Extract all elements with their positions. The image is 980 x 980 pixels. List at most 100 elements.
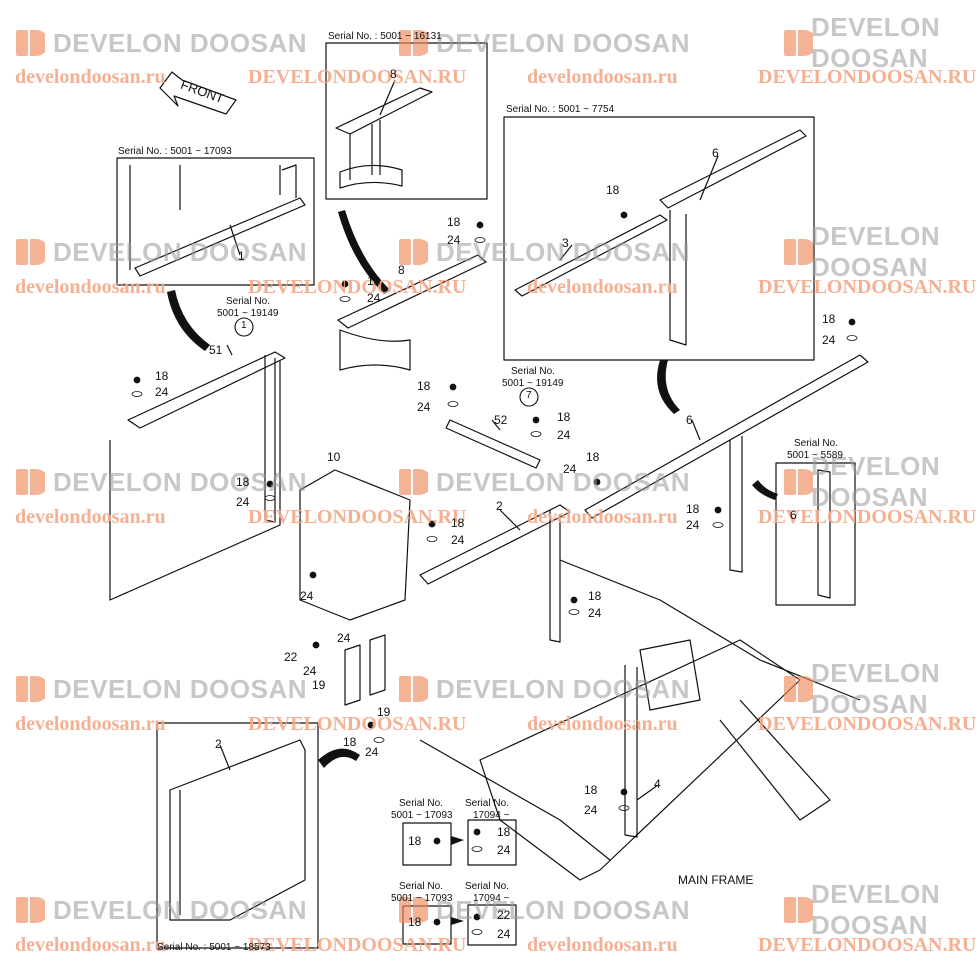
- pointer-arrow-6: [657, 360, 680, 414]
- callout-18: 18: [155, 369, 169, 383]
- watermark-url: develondoosan.ru: [527, 66, 678, 88]
- callout-3-inset: 3: [562, 236, 569, 250]
- watermark-url: DEVELONDOOSAN.RU: [248, 276, 467, 298]
- part-19a: [344, 644, 361, 706]
- watermark-logo: DEVELON DOOSAN: [783, 658, 980, 719]
- watermark-url: DEVELONDOOSAN.RU: [758, 506, 977, 528]
- callout-6-inset-small: 6: [790, 508, 797, 522]
- callout-18: 18: [822, 312, 836, 326]
- inset-6-serial-line1: Serial No.: [794, 438, 838, 449]
- callout-6: 6: [686, 413, 693, 427]
- callout-24: 24: [584, 803, 598, 817]
- callout-18: 18: [588, 589, 602, 603]
- watermark-url: develondoosan.ru: [527, 934, 678, 956]
- callout-24: 24: [303, 664, 317, 678]
- develon-logo-icon: [398, 237, 428, 267]
- box-22-24-line1: Serial No.: [465, 881, 509, 892]
- member-52: [445, 419, 541, 469]
- callout-18: 18: [447, 215, 461, 229]
- watermark-logo: DEVELON DOOSAN: [15, 672, 307, 706]
- watermark-url: develondoosan.ru: [527, 713, 678, 735]
- develon-logo-icon: [783, 28, 813, 58]
- callout-22: 22: [284, 650, 298, 664]
- callout-24: 24: [367, 291, 381, 305]
- callout-24: 24: [557, 428, 571, 442]
- box-18-24-line1: Serial No.: [465, 798, 509, 809]
- callout-10: 10: [327, 450, 341, 464]
- box-18-b-callout: 18: [408, 915, 422, 929]
- callout-6-inset: 6: [712, 146, 719, 160]
- watermark-url: DEVELONDOOSAN.RU: [758, 276, 977, 298]
- watermark-logo: DEVELON DOOSAN: [15, 893, 307, 927]
- callout-18: 18: [343, 735, 357, 749]
- callout-24: 24: [417, 400, 431, 414]
- leader-3: [559, 244, 573, 261]
- callout-18: 18: [586, 450, 600, 464]
- inset-2-serial: Serial No. : 5001 ~ 18573: [157, 942, 271, 953]
- box-22-24-frame: [467, 904, 517, 946]
- inset-6-serial-line2: 5001 ~ 5589: [787, 450, 843, 461]
- callout-8: 8: [398, 263, 405, 277]
- pointer-arrow-8: [338, 210, 390, 294]
- develon-logo-icon: [15, 28, 45, 58]
- develon-logo-icon: [15, 895, 45, 925]
- watermark-logo: DEVELON DOOSAN: [783, 879, 980, 940]
- circled-7: 7: [526, 390, 532, 401]
- inset-2-frame: [156, 722, 319, 949]
- develon-logo-icon: [398, 674, 428, 704]
- leader-51: [226, 344, 233, 356]
- callout-24: 24: [686, 518, 700, 532]
- box-18-24-callout-24: 24: [497, 843, 511, 857]
- box-22-24-callout-24: 24: [497, 927, 511, 941]
- watermark-logo: DEVELON DOOSAN: [15, 465, 307, 499]
- circle-7: [519, 387, 539, 407]
- box-18-24-callout-18: 18: [497, 825, 511, 839]
- watermark-url: develondoosan.ru: [15, 276, 166, 298]
- box-22-24-line2: 17094 ~: [473, 893, 510, 904]
- develon-logo-icon: [783, 237, 813, 267]
- develon-logo-icon: [398, 28, 428, 58]
- callout-24: 24: [822, 333, 836, 347]
- member-51: [127, 351, 286, 429]
- callout-18: 18: [236, 475, 250, 489]
- part-19b: [369, 634, 386, 696]
- arrow-box-a: [451, 836, 464, 845]
- callout-24: 24: [451, 533, 465, 547]
- leader-8a: [379, 79, 396, 116]
- watermark-logo: DEVELON DOOSAN: [15, 235, 307, 269]
- note-51-line1: Serial No.: [226, 296, 270, 307]
- box-18-b-line2: 5001 ~ 17093: [391, 893, 453, 904]
- watermark-url: develondoosan.ru: [15, 66, 166, 88]
- leader-2b: [219, 744, 231, 771]
- develon-logo-icon: [15, 467, 45, 497]
- main-frame-outline: [479, 639, 801, 881]
- box-18-b-line1: Serial No.: [399, 881, 443, 892]
- callout-8-inset: 8: [390, 67, 397, 81]
- callout-24: 24: [337, 631, 351, 645]
- inset-6-frame: [775, 462, 856, 606]
- box-18-24-line2: 17094 ~: [473, 810, 510, 821]
- callout-24: 24: [300, 589, 314, 603]
- callout-19: 19: [312, 678, 326, 692]
- box-18-a-line1: Serial No.: [399, 798, 443, 809]
- leader-1: [229, 224, 241, 256]
- callout-2-inset: 2: [215, 737, 222, 751]
- pointer-arrow-2: [318, 748, 360, 768]
- watermark-logo: DEVELON DOOSAN: [783, 221, 980, 282]
- member-4: [624, 665, 638, 838]
- box-18-24-frame: [467, 819, 517, 866]
- watermark-url: develondoosan.ru: [15, 506, 166, 528]
- inset-8-serial: Serial No. : 5001 ~ 16131: [328, 31, 442, 42]
- member-2: [419, 504, 571, 585]
- circle-1: [234, 317, 254, 337]
- develon-logo-icon: [398, 467, 428, 497]
- member-10: [299, 469, 411, 621]
- callout-24: 24: [563, 462, 577, 476]
- callout-2: 2: [496, 499, 503, 513]
- watermark-url: DEVELONDOOSAN.RU: [248, 713, 467, 735]
- member-8: [337, 254, 487, 329]
- note-52-line1: Serial No.: [511, 366, 555, 377]
- callout-1-inset: 1: [238, 249, 245, 263]
- callout-18: 18: [451, 516, 465, 530]
